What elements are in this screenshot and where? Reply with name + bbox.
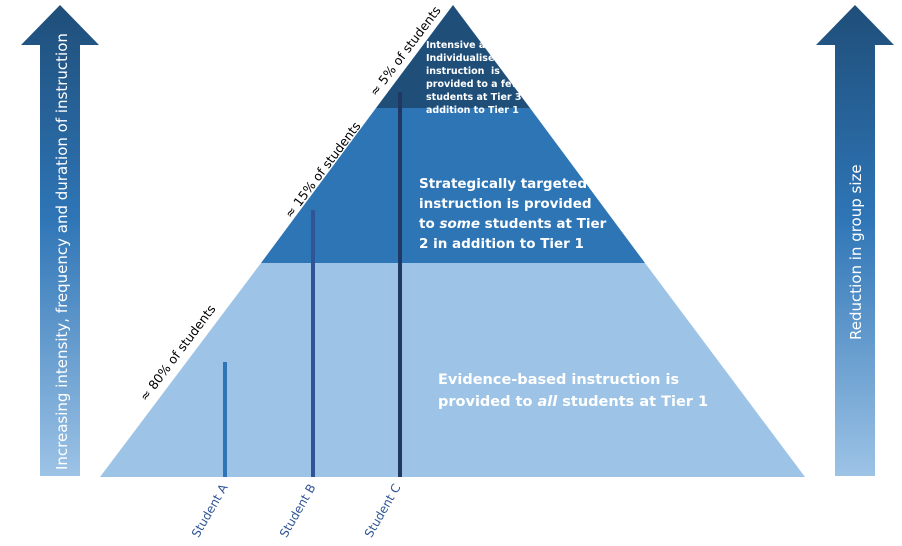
- left-arrow: Increasing intensity, frequency and dura…: [21, 5, 99, 476]
- student-b-label: Student B: [277, 482, 319, 540]
- student-c-label: Student C: [362, 482, 404, 540]
- student-a-line: [223, 362, 227, 477]
- tier-3-band: [376, 5, 530, 108]
- student-b-line: [311, 210, 315, 477]
- left-arrow-label: Increasing intensity, frequency and dura…: [53, 33, 71, 470]
- tier-2-band: [261, 108, 645, 263]
- student-c-line: [398, 92, 402, 477]
- tier-2-description: Strategically targeted instruction is pr…: [419, 176, 611, 252]
- tier-1-description: Evidence-based instruction is provided t…: [438, 372, 708, 410]
- tier-3-description: Intensive and Individualised instruction…: [426, 40, 538, 116]
- right-arrow-label: Reduction in group size: [847, 164, 865, 340]
- tier-1-band: [100, 263, 805, 477]
- student-a-label: Student A: [189, 481, 231, 540]
- right-arrow: Reduction in group size: [816, 5, 894, 476]
